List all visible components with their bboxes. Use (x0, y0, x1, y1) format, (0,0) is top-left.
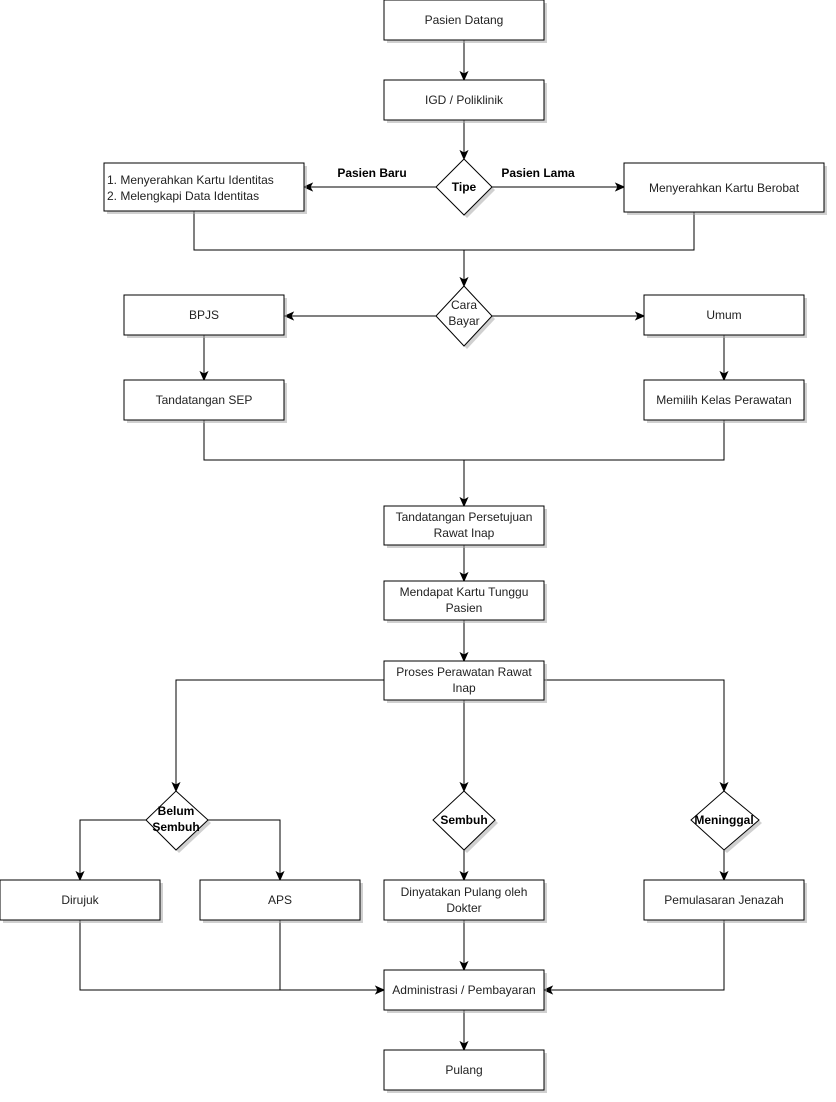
arrowhead-down (459, 1040, 469, 1052)
node-kartu-tunggu-line-2: Pasien (446, 601, 483, 615)
arrowhead-down (459, 571, 469, 583)
decision-belum-sembuh-line-2: Sembuh (152, 820, 199, 834)
node-bpjs-label: BPJS (189, 308, 219, 322)
node-kelas-perawatan: Memilih Kelas Perawatan (643, 379, 807, 423)
node-dirujuk-label: Dirujuk (61, 893, 99, 907)
edge-identitas-merge (193, 211, 464, 251)
node-persetujuan-line-2: Rawat Inap (434, 526, 495, 540)
node-proses-line-2: Inap (452, 681, 476, 695)
node-pemulasaran-label: Pemulasaran Jenazah (664, 893, 783, 907)
node-proses-line-1: Proses Perawatan Rawat (396, 665, 532, 679)
node-persetujuan-rawat-inap: Tandatangan Persetujuan Rawat Inap (383, 505, 547, 548)
node-aps-label: APS (268, 893, 292, 907)
decision-cara-bayar: Cara Bayar (435, 285, 495, 349)
decision-meninggal: Meninggal (690, 790, 762, 853)
arrowhead-down (459, 70, 469, 82)
node-tandatangan-sep-label: Tandatangan SEP (156, 393, 253, 407)
node-persetujuan-line-1: Tandatangan Persetujuan (396, 510, 533, 524)
node-umum: Umum (643, 294, 807, 338)
node-pasien-datang: Pasien Datang (383, 0, 547, 43)
edges (79, 40, 725, 1044)
node-administrasi-label: Administrasi / Pembayaran (392, 983, 535, 997)
edge-kelas-merge (464, 420, 725, 461)
decision-belum-sembuh: Belum Sembuh (145, 790, 211, 853)
node-bpjs: BPJS (123, 294, 287, 338)
decision-tipe: Tipe (435, 158, 495, 218)
arrowhead-right (374, 985, 386, 995)
node-pemulasaran-jenazah: Pemulasaran Jenazah (643, 879, 807, 923)
node-aps: APS (199, 879, 363, 923)
decision-tipe-label: Tipe (452, 180, 477, 194)
edge-kartu-berobat-merge (464, 212, 695, 251)
node-pulang: Pulang (383, 1049, 547, 1093)
node-tandatangan-sep: Tandatangan SEP (123, 379, 287, 423)
edge-dirujuk-to-administrasi (79, 920, 378, 991)
edge-pemulasaran-to-administrasi (550, 920, 725, 991)
arrowhead-left (283, 311, 295, 321)
node-kartu-tunggu: Mendapat Kartu Tunggu Pasien (383, 580, 547, 623)
node-kartu-berobat-label: Menyerahkan Kartu Berobat (649, 181, 800, 195)
node-igd-poliklinik: IGD / Poliklinik (383, 79, 547, 123)
decision-sembuh-label: Sembuh (440, 813, 487, 827)
edge-belum-sembuh-to-aps (206, 819, 281, 874)
node-pulang-dokter-line-2: Dokter (446, 901, 481, 915)
arrowhead-down (171, 781, 181, 793)
arrowhead-left (542, 985, 554, 995)
node-identitas-line-2: 2. Melengkapi Data Identitas (107, 189, 259, 203)
arrowhead-down (719, 870, 729, 882)
decision-cara-bayar-line-2: Bayar (448, 314, 479, 328)
arrowhead-down (719, 370, 729, 382)
arrowhead-down (459, 651, 469, 663)
arrowhead-down (459, 149, 469, 161)
node-dirujuk: Dirujuk (0, 879, 163, 923)
arrowhead-down (719, 781, 729, 793)
node-kartu-tunggu-line-1: Mendapat Kartu Tunggu (400, 585, 529, 599)
arrowhead-left (302, 182, 314, 192)
edge-label-pasien-baru: Pasien Baru (337, 166, 406, 180)
edge-label-pasien-lama: Pasien Lama (501, 166, 575, 180)
arrowhead-down (459, 870, 469, 882)
edge-belum-sembuh-to-dirujuk (79, 819, 146, 874)
node-igd-poliklinik-label: IGD / Poliklinik (425, 93, 504, 107)
node-administrasi: Administrasi / Pembayaran (383, 969, 547, 1013)
arrowhead-down (459, 496, 469, 508)
arrowhead-down (459, 781, 469, 793)
arrowhead-down (459, 960, 469, 972)
node-kelas-perawatan-label: Memilih Kelas Perawatan (656, 393, 791, 407)
decision-sembuh: Sembuh (432, 790, 498, 853)
arrowhead-down (75, 870, 85, 882)
arrowhead-right (614, 182, 626, 192)
arrowhead-down (275, 870, 285, 882)
node-proses-perawatan: Proses Perawatan Rawat Inap (383, 660, 547, 703)
node-umum-label: Umum (706, 308, 741, 322)
arrowhead-down (459, 276, 469, 288)
decision-cara-bayar-line-1: Cara (451, 298, 477, 312)
decision-belum-sembuh-line-1: Belum (158, 804, 195, 818)
edge-proses-to-belum-sembuh (175, 679, 384, 785)
node-pulang-dokter-line-1: Dinyatakan Pulang oleh (401, 885, 528, 899)
decision-meninggal-label: Meninggal (694, 813, 753, 827)
node-pasien-datang-label: Pasien Datang (425, 13, 504, 27)
node-pulang-label: Pulang (445, 1063, 482, 1077)
node-identitas-line-1: 1. Menyerahkan Kartu Identitas (107, 173, 274, 187)
edge-sep-merge (203, 420, 464, 461)
edge-proses-to-meninggal (544, 679, 725, 785)
node-kartu-berobat: Menyerahkan Kartu Berobat (623, 162, 827, 215)
node-pulang-dokter: Dinyatakan Pulang oleh Dokter (383, 879, 547, 923)
arrowhead-right (634, 311, 646, 321)
node-identitas: 1. Menyerahkan Kartu Identitas 2. Meleng… (103, 162, 307, 214)
arrow-heads (75, 70, 729, 1052)
arrowhead-down (199, 370, 209, 382)
